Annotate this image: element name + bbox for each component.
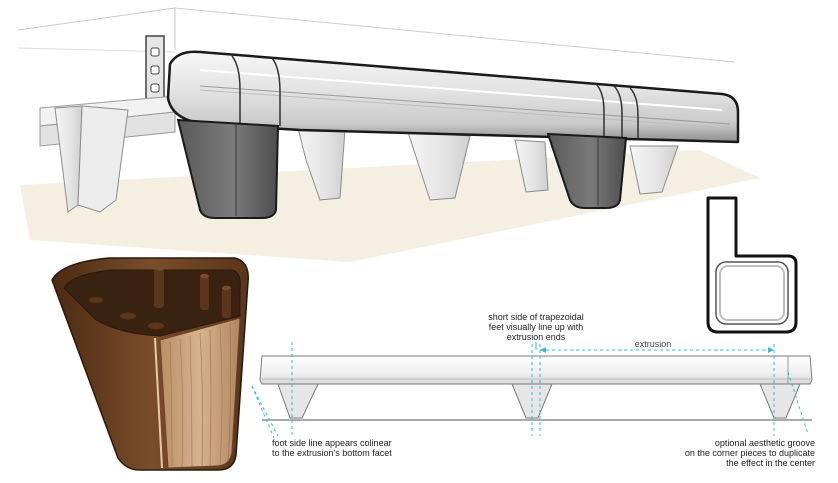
side-extrusion	[259, 355, 813, 385]
wood-grain-lines	[169, 323, 232, 467]
dark-center-foot	[546, 132, 628, 209]
profile-inner	[715, 261, 789, 325]
background-sketch-line	[174, 7, 736, 63]
groove-note-line-3: the effect in the center	[726, 458, 815, 468]
bracket-slot	[150, 47, 160, 57]
bracket-slot	[150, 65, 160, 75]
dimension-arrow-left	[540, 347, 546, 353]
side-elevation	[251, 342, 813, 439]
trapezoid-note-line-2: feet visually line up with	[488, 322, 584, 332]
foot-cavity	[63, 269, 241, 337]
foot-note-line-1: foot side line appears colinear	[272, 438, 392, 448]
trapezoid-note-line-3: extrusion ends	[506, 332, 566, 342]
foot-note-line-2: to the extrusion's bottom facet	[272, 448, 392, 458]
side-foot-right	[759, 383, 801, 419]
trapezoid-note-line-1: short side of trapezoidal	[488, 312, 584, 322]
corner-seam	[271, 57, 281, 126]
side-foot-left	[277, 383, 319, 419]
wood-grain-face	[159, 317, 241, 469]
extrusion-label: extrusion	[634, 339, 672, 349]
light-foot	[77, 105, 129, 213]
extrusion-highlight	[199, 69, 723, 111]
center-seam	[595, 83, 605, 136]
extrusion-groove-line	[199, 85, 731, 125]
foot-note: foot side line appears colinear to the e…	[272, 438, 392, 458]
guide-lines	[251, 342, 809, 439]
dimension-arrow-right	[768, 347, 774, 353]
extrusion-profile-section	[706, 196, 798, 334]
edge-highlight	[154, 337, 163, 469]
extrusion-groove-line	[199, 89, 731, 129]
dark-corner-foot	[176, 118, 280, 219]
perspective-view	[17, 7, 760, 262]
center-seam	[613, 85, 623, 138]
walnut-foot-render	[51, 257, 249, 471]
corner-seam	[231, 55, 241, 124]
center-seam	[629, 87, 639, 139]
main-extrusion	[166, 50, 740, 144]
groove-note-line-2: on the corner pieces to duplicate	[684, 448, 815, 458]
light-foot	[629, 145, 679, 195]
bracket-slot	[150, 83, 160, 93]
profile-inner-shade	[719, 265, 785, 321]
light-foot	[514, 139, 549, 193]
groove-note: optional aesthetic groove on the corner …	[650, 438, 815, 468]
mounting-bosses	[89, 265, 231, 330]
groove-note-line-1: optional aesthetic groove	[714, 438, 815, 448]
trapezoid-note: short side of trapezoidal feet visually …	[466, 312, 606, 342]
